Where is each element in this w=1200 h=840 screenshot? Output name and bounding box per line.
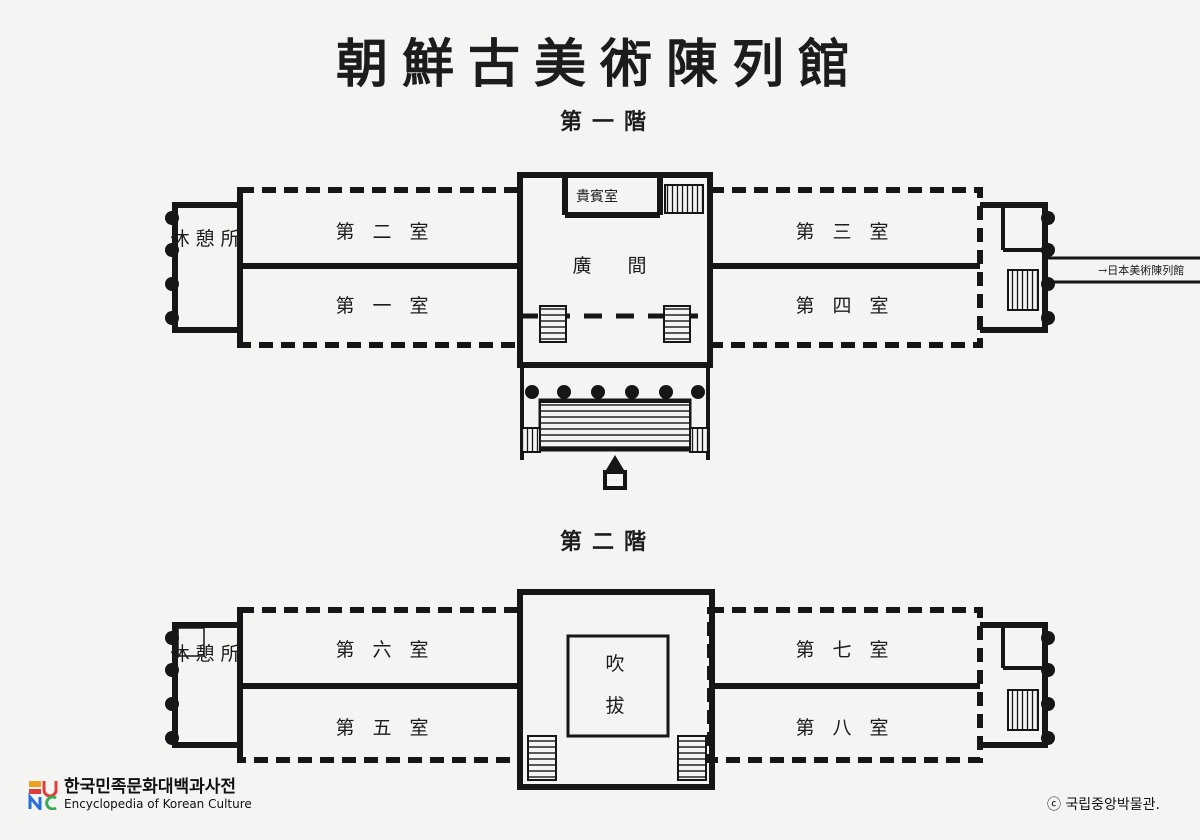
floor1-label: 第一階 (559, 109, 656, 135)
floor1-stair-left (539, 305, 567, 343)
floor2-room5-label: 第 五 室 (335, 717, 434, 739)
floor2-rest-closet (177, 627, 205, 657)
floor1-hall-left: 廣 (572, 255, 597, 277)
floor2-stair-service (1007, 689, 1039, 731)
floor1-hall-right: 間 (627, 255, 652, 277)
floor1-room2-label: 第 二 室 (335, 221, 434, 243)
floor1-room4-label: 第 四 室 (795, 295, 894, 317)
floor2-atrium-bottom: 拔 (605, 695, 630, 717)
floor1-room1-label: 第 一 室 (335, 295, 434, 317)
floor1-room3-label: 第 三 室 (795, 221, 894, 243)
publisher-name-en: Encyclopedia of Korean Culture (64, 797, 252, 811)
encyclopedia-logo-icon (28, 780, 58, 813)
floor2-room6-label: 第 六 室 (335, 639, 434, 661)
floor2-atrium-top: 吹 (605, 653, 630, 675)
floor2-columns (165, 631, 1055, 745)
floor2-stair-right (677, 735, 707, 781)
floor2-rest-label: 休憩所 (170, 643, 245, 665)
floor1-rest-label: 休憩所 (170, 228, 245, 250)
connector-label: →日本美術陳列館 (1098, 263, 1184, 277)
page-title: 朝鮮古美術陳列館 (335, 34, 864, 95)
entrance-mark (603, 455, 627, 490)
publisher-logo: 한국민족문화대백과사전 Encyclopedia of Korean Cultu… (28, 777, 252, 813)
floor2-stair-left (527, 735, 557, 781)
floor1-columns (165, 211, 1055, 399)
floor2-room7-label: 第 七 室 (795, 639, 894, 661)
publisher-name-ko: 한국민족문화대백과사전 (64, 777, 237, 797)
entrance-steps (539, 401, 691, 449)
copyright-notice: ⓒ 국립중앙박물관. (1046, 797, 1160, 813)
floor1-stair-service (1007, 269, 1039, 311)
floor2-plan (172, 589, 1048, 790)
floor2-room8-label: 第 八 室 (795, 717, 894, 739)
floor1-vip-label: 貴賓室 (576, 188, 618, 205)
floor1-stair-top-right (664, 184, 704, 214)
entrance-side-steps-right (689, 427, 709, 453)
floor2-label: 第二階 (559, 529, 656, 555)
floor1-plan (172, 172, 1200, 460)
entrance-side-steps-left (521, 427, 541, 453)
floor1-stair-right (663, 305, 691, 343)
